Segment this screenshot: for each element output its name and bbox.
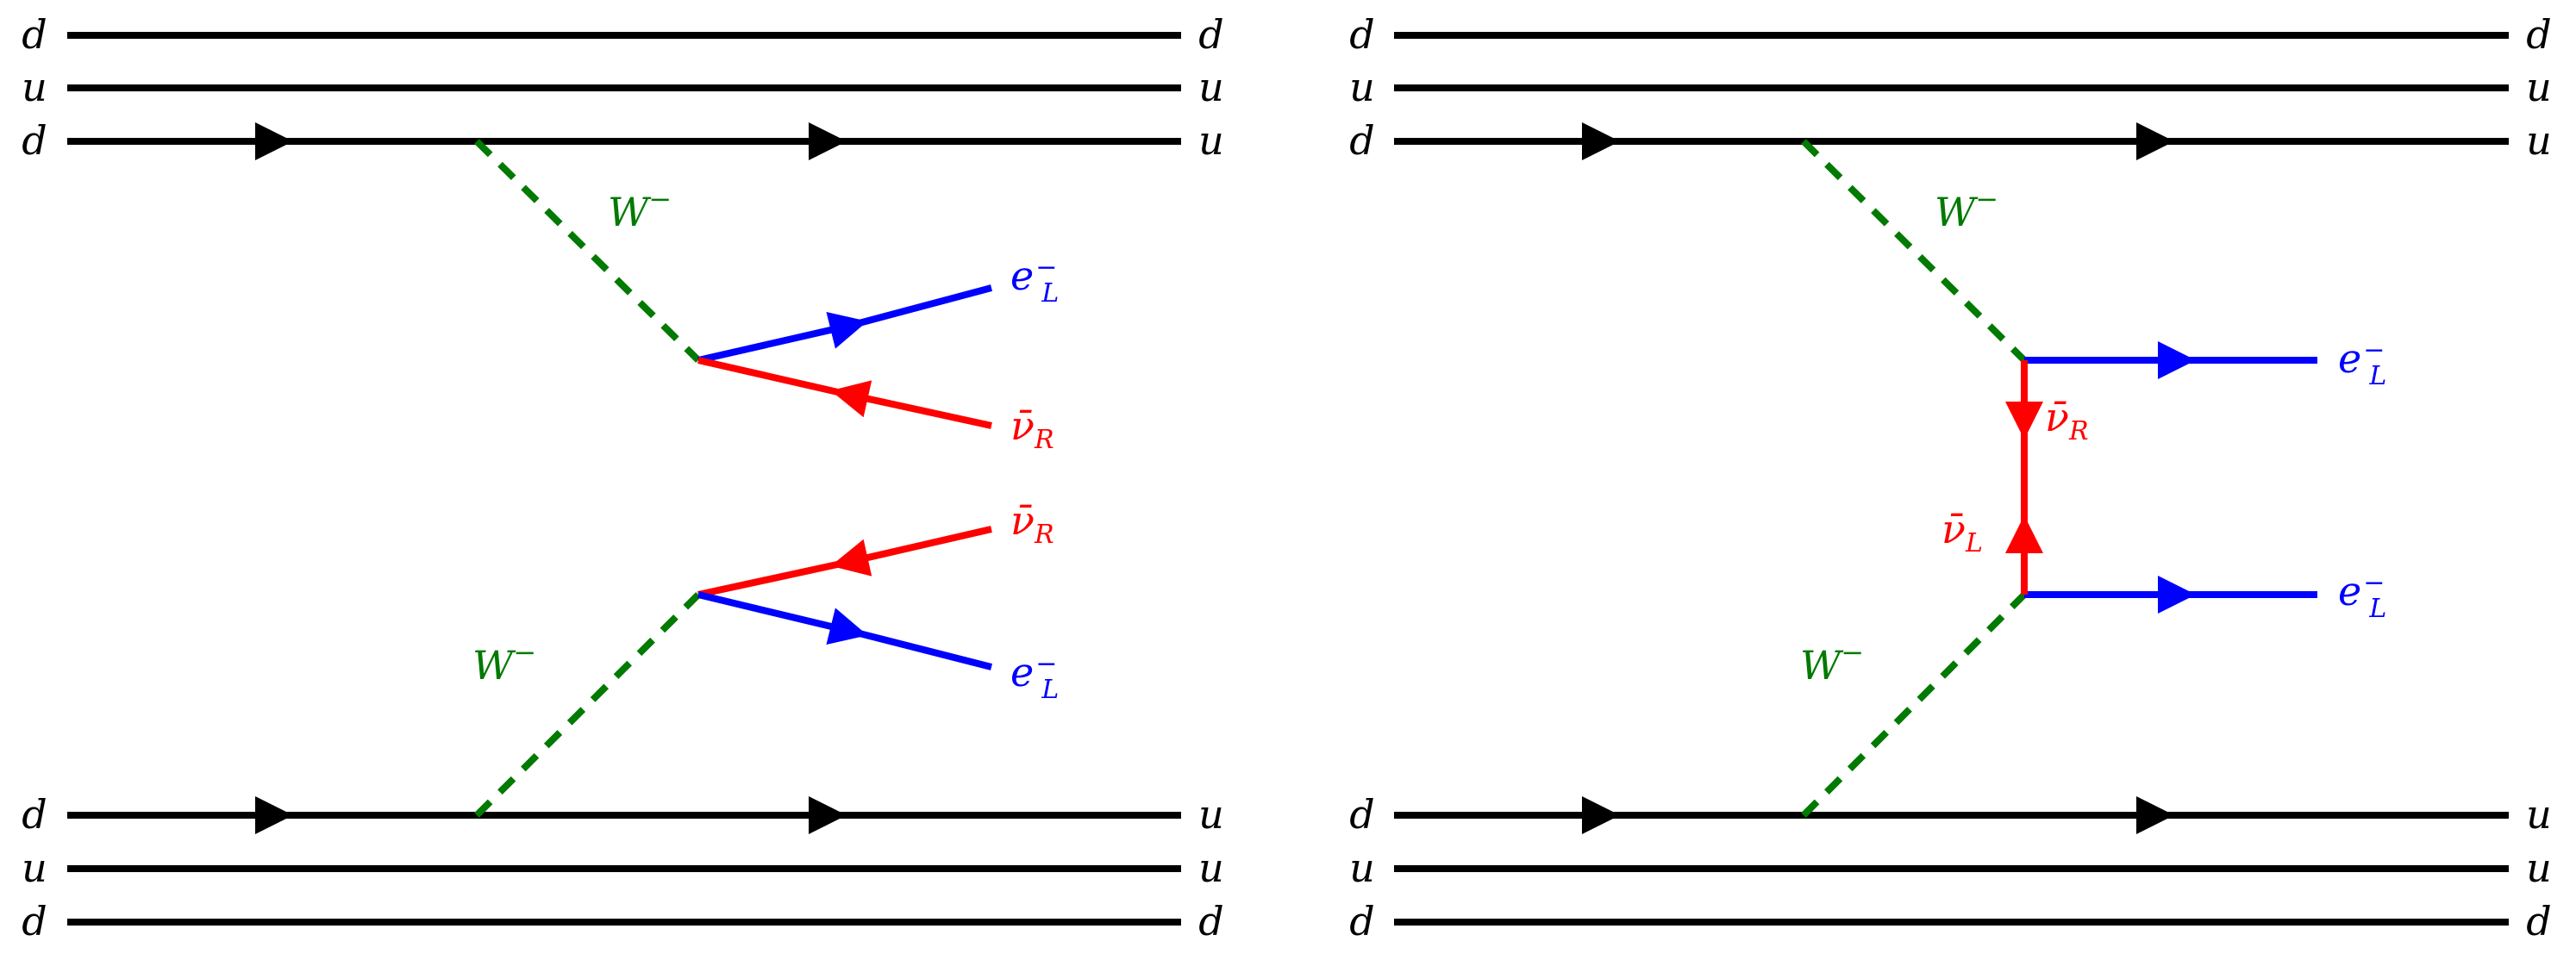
quark-label-right: u bbox=[1198, 845, 1224, 891]
quark-label-left: d bbox=[1349, 11, 1374, 58]
quark-label-left: d bbox=[22, 898, 47, 944]
upper-electron-label: e−L bbox=[2338, 335, 2386, 391]
w-boson-label-bottom: W− bbox=[1800, 636, 1864, 689]
quark-label-left: d bbox=[22, 11, 47, 58]
upper-electron-line bbox=[697, 284, 993, 364]
quark-label-left: d bbox=[1349, 791, 1374, 838]
quark-label-right: u bbox=[2526, 64, 2552, 110]
quark-label-left: d bbox=[22, 791, 47, 838]
w-boson-bottom bbox=[474, 592, 701, 818]
lower-electron-label: e−L bbox=[2338, 568, 2386, 624]
upper-neutrino-line bbox=[697, 357, 992, 429]
quark-label-left: u bbox=[22, 845, 47, 891]
quark-label-right: u bbox=[2526, 117, 2552, 164]
quark-label-right: u bbox=[2526, 845, 2552, 891]
w-boson-label-top: W− bbox=[608, 183, 672, 235]
lower-electron-label: e−L bbox=[1010, 649, 1059, 705]
lower-electron-line bbox=[697, 591, 992, 670]
quark-label-left: u bbox=[22, 64, 47, 110]
w-boson-label-top: W− bbox=[1935, 183, 1998, 235]
w-boson-bottom bbox=[1801, 592, 2027, 818]
quark-lines bbox=[1394, 32, 2509, 926]
upper-electron-label: e−L bbox=[1010, 252, 1059, 309]
quark-label-left: u bbox=[1349, 845, 1375, 891]
quark-label-right: d bbox=[2526, 898, 2551, 944]
propagator-lower-label: ν̄L bbox=[1941, 506, 1983, 558]
diagram-left: d u d d u d d u u u u d W− W− e−L ν̄R ν̄… bbox=[22, 11, 1224, 944]
quark-label-left: d bbox=[22, 117, 47, 164]
lower-neutrino-label: ν̄R bbox=[1010, 497, 1054, 550]
quark-label-right: u bbox=[1198, 64, 1224, 110]
lower-neutrino-line bbox=[697, 526, 992, 598]
upper-neutrino-label: ν̄R bbox=[1010, 402, 1054, 455]
quark-label-right: u bbox=[1198, 791, 1224, 838]
quark-label-left: u bbox=[1349, 64, 1375, 110]
quark-label-right: d bbox=[1198, 898, 1223, 944]
propagator-upper-label: ν̄R bbox=[2045, 394, 2089, 446]
quark-lines bbox=[67, 32, 1181, 926]
quark-label-right: d bbox=[1198, 11, 1223, 58]
diagram-right: d u d d u d d u u u u d W− W− e−L e−L ν̄… bbox=[1349, 11, 2552, 944]
quark-label-right: u bbox=[2526, 791, 2552, 838]
w-boson-label-bottom: W− bbox=[472, 636, 536, 689]
w-boson-top bbox=[474, 139, 701, 363]
quark-label-right: d bbox=[2526, 11, 2551, 58]
quark-label-left: d bbox=[1349, 898, 1374, 944]
quark-label-right: u bbox=[1198, 117, 1224, 164]
w-boson-top bbox=[1801, 139, 2027, 363]
quark-label-left: d bbox=[1349, 117, 1374, 164]
